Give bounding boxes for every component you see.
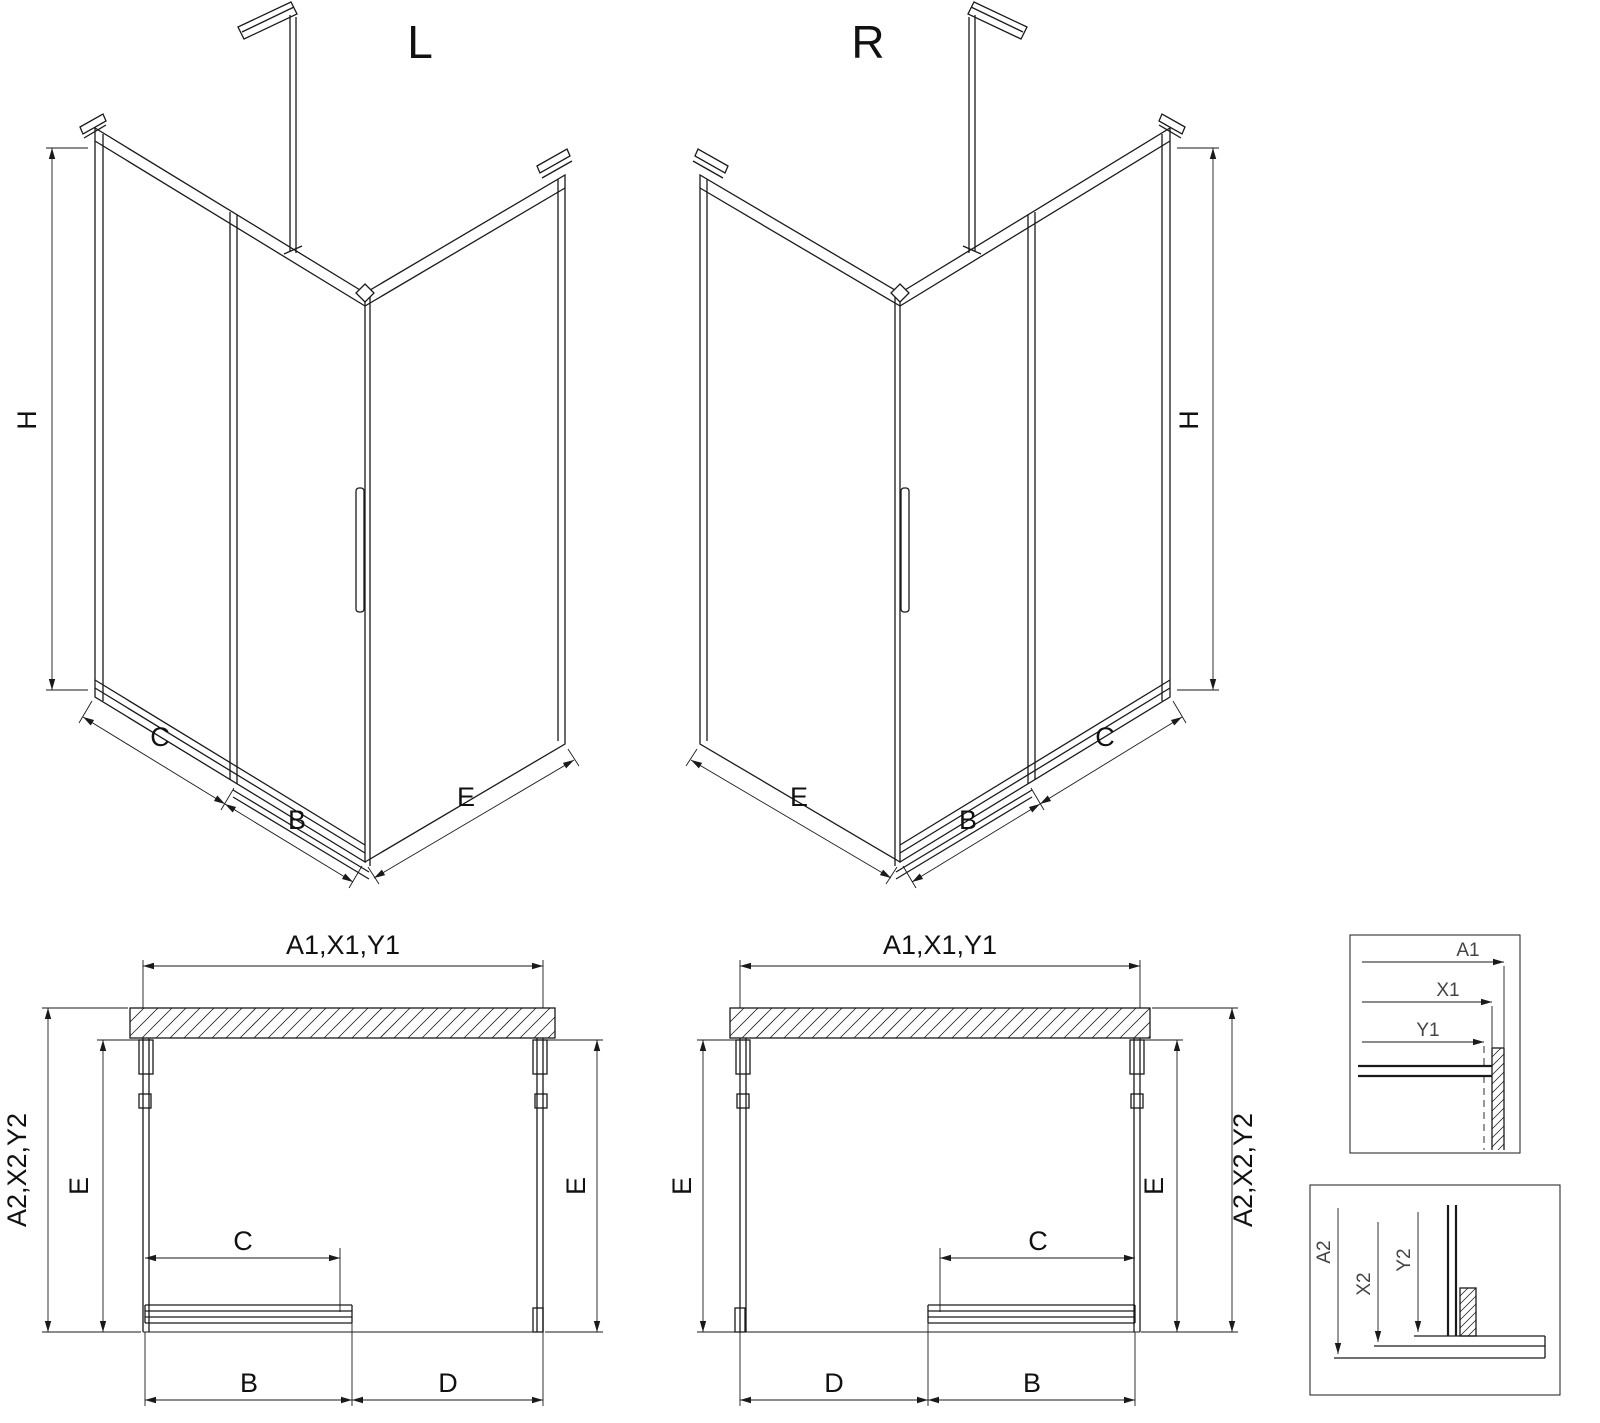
wall-strip-right-plan bbox=[729, 1007, 1151, 1039]
detail-label-x2: X2 bbox=[1354, 1272, 1375, 1295]
dim-label-e-right-right-plan: E bbox=[1139, 1177, 1169, 1195]
wall-strip-left-plan bbox=[129, 1007, 556, 1039]
wall-bracket-right-end bbox=[536, 148, 573, 179]
dim-label-a2x2y2-left-plan: A2,X2,Y2 bbox=[2, 1113, 32, 1227]
iso-right-dimensions: H C B E bbox=[685, 147, 1219, 889]
plan-left-linework bbox=[138, 1038, 548, 1333]
dim-label-b-left-plan: B bbox=[240, 1368, 258, 1398]
detail-label-y1: Y1 bbox=[1416, 1020, 1439, 1041]
iso-right-linework bbox=[692, 1, 1186, 880]
dim-label-b-right: B bbox=[959, 805, 977, 835]
dim-label-a1x1y1-right-plan: A1,X1,Y1 bbox=[883, 930, 997, 960]
detail-label-a1: A1 bbox=[1456, 940, 1479, 961]
corner-connector-right-unit bbox=[890, 283, 910, 303]
plan-right-dimensions: A1,X1,Y1 E E A2,X2,Y2 C D B bbox=[667, 930, 1258, 1406]
iso-left-linework bbox=[79, 1, 573, 880]
plan-left-dimensions: A1,X1,Y1 A2,X2,Y2 E E C B D bbox=[2, 930, 603, 1406]
dim-label-a1x1y1-left-plan: A1,X1,Y1 bbox=[286, 930, 400, 960]
wall-bracket-left-end-r bbox=[692, 148, 729, 179]
detail-top-border bbox=[1349, 934, 1521, 1154]
dim-label-d-left-plan: D bbox=[438, 1368, 458, 1398]
dim-label-c-right: C bbox=[1095, 722, 1115, 752]
view-title-right: R bbox=[851, 16, 884, 68]
view-title-left: L bbox=[407, 16, 433, 68]
plan-right-linework bbox=[734, 1038, 1145, 1333]
iso-left-dimensions: H C B E bbox=[12, 147, 580, 889]
dim-label-c-left-plan: C bbox=[233, 1226, 253, 1256]
corner-connector-left-unit bbox=[355, 283, 375, 303]
detail-top-dimensions: A1 X1 Y1 bbox=[1362, 940, 1505, 1150]
detail-bottom-border bbox=[1309, 1184, 1561, 1396]
dim-label-b-left: B bbox=[288, 805, 306, 835]
dim-label-e-right: E bbox=[790, 782, 808, 812]
dim-label-h-right: H bbox=[1174, 410, 1204, 430]
wall-hatching-right-plan bbox=[729, 1007, 1151, 1039]
iso-view-left: H C B E L bbox=[12, 1, 580, 889]
dim-label-d-right-plan: D bbox=[824, 1368, 844, 1398]
detail-label-a2: A2 bbox=[1314, 1240, 1335, 1263]
wall-bracket-right-end-r bbox=[1158, 113, 1186, 139]
dim-label-e-left: E bbox=[457, 782, 475, 812]
plan-view-right: A1,X1,Y1 E E A2,X2,Y2 C D B bbox=[667, 930, 1258, 1406]
dim-label-b-right-plan: B bbox=[1023, 1368, 1041, 1398]
detail-label-x1: X1 bbox=[1436, 980, 1459, 1001]
detail-label-y2: Y2 bbox=[1394, 1248, 1415, 1271]
detail-top-section-drawing bbox=[1358, 1047, 1505, 1151]
door-handle-right-unit bbox=[900, 487, 910, 613]
detail-bottom-dimensions: A2 X2 Y2 bbox=[1314, 1208, 1422, 1354]
detail-box-bottom-profile: A2 X2 Y2 bbox=[1309, 1184, 1561, 1396]
detail-bottom-section-drawing bbox=[1334, 1205, 1546, 1359]
wall-bracket-left-end bbox=[79, 113, 107, 139]
dim-label-c-right-plan: C bbox=[1028, 1226, 1048, 1256]
dim-label-e-left-left-plan: E bbox=[64, 1177, 94, 1195]
plan-view-left: A1,X1,Y1 A2,X2,Y2 E E C B D bbox=[2, 930, 603, 1406]
detail-box-top-profile: A1 X1 Y1 bbox=[1349, 934, 1521, 1154]
dim-label-e-right-left-plan: E bbox=[561, 1177, 591, 1195]
dim-label-e-left-right-plan: E bbox=[667, 1177, 697, 1195]
ceiling-support-bracket-right-unit bbox=[962, 1, 1028, 255]
ceiling-support-bracket-left-unit bbox=[237, 1, 303, 255]
wall-hatching-left-plan bbox=[129, 1007, 556, 1039]
door-handle-left-unit bbox=[355, 487, 365, 613]
dim-label-h-left: H bbox=[12, 410, 42, 430]
dim-label-c-left: C bbox=[150, 722, 170, 752]
iso-view-right: H C B E R bbox=[685, 1, 1219, 889]
dim-label-a2x2y2-right-plan: A2,X2,Y2 bbox=[1228, 1113, 1258, 1227]
